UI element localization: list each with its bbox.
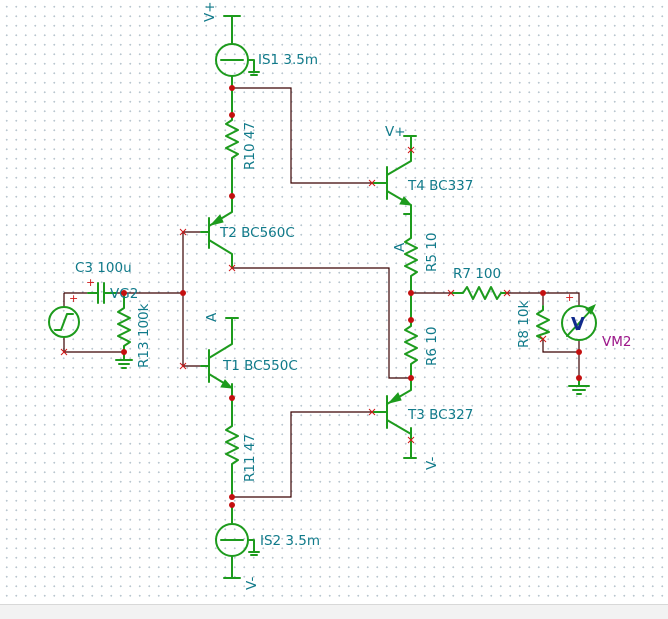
r7-label: R7 100 [453,266,501,282]
t1-label: T1 BC550C [222,358,298,374]
supply-t4: V+ [385,124,417,151]
pin-markers [60,146,547,444]
r5-label: R5 10 [424,233,440,272]
resistor-r13[interactable]: R13 100k [115,292,152,369]
supply-bottom: V- [223,557,260,590]
r10-label: R10 47 [242,122,258,170]
supply-t3: V- [403,427,440,470]
wire-r8-gnd [542,339,580,378]
resistor-r5[interactable]: A R5 10 [392,213,440,294]
vplus-label-top: V+ [202,1,218,22]
transistor-t2[interactable]: T2 BC560C [200,195,295,269]
r8-label: R8 10k [516,301,532,348]
wire-t2-t3 [232,267,411,379]
resistor-r7[interactable]: R7 100 [450,266,508,300]
vm2-label: VM2 [602,334,631,350]
resistor-r11[interactable]: R11 47 [225,383,258,498]
vminus-label-bottom: V- [244,577,260,590]
wire-gen-bottom [63,337,124,353]
t4-label: T4 BC337 [407,178,473,194]
supply-top: V+ [202,1,241,39]
resistor-r8[interactable]: R8 10k [516,301,550,348]
ground-output [568,377,590,395]
junction-dots [121,85,582,508]
voltmeter-v-icon: V [571,314,585,335]
is2-label: IS2 3.5m [260,533,320,549]
vm2-plus: + [565,291,574,304]
capacitor-c3[interactable]: + C3 100u [75,260,132,304]
t2-label: T2 BC560C [219,225,295,241]
current-source-is2[interactable]: IS2 3.5m [215,504,320,559]
current-source-is1[interactable]: IS1 3.5m [215,37,318,89]
c3-plus: + [86,276,95,289]
voltmeter-vm2[interactable]: V + VM2 [561,291,631,350]
wire-is1-t4 [232,87,372,184]
r5-emitter-a: A [392,242,408,252]
vminus-label-t3: V- [424,457,440,470]
t3-label: T3 BC327 [407,407,473,423]
status-bar [0,604,668,619]
c3-label: C3 100u [75,260,132,276]
transistor-t1[interactable]: A T1 BC550C [200,312,298,399]
r13-label: R13 100k [136,303,152,368]
wires [63,87,580,498]
wire-out-vm [507,292,580,306]
r6-label: R6 10 [424,327,440,366]
t1-collector-a: A [204,312,220,322]
vplus-label-t4: V+ [385,124,406,140]
transistor-t4[interactable]: T4 BC337 [371,149,473,215]
vg2-plus: + [69,292,78,305]
resistor-r6[interactable]: R6 10 [404,292,440,379]
wire-is2-t3 [232,411,372,498]
is1-label: IS1 3.5m [258,52,318,68]
resistor-r10[interactable]: R10 47 [225,87,258,197]
r11-label: R11 47 [242,434,258,482]
transistor-t3[interactable]: T3 BC327 [371,377,473,441]
